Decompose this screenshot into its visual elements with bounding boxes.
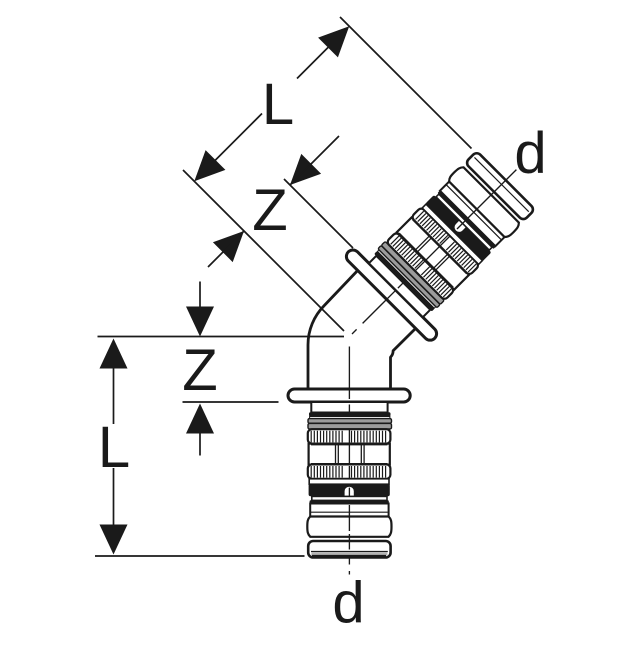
svg-text:L: L [98,415,130,480]
svg-text:d: d [514,121,546,186]
svg-text:Z: Z [252,178,287,243]
svg-text:L: L [262,72,294,137]
svg-text:Z: Z [182,338,217,403]
svg-text:d: d [332,571,364,636]
